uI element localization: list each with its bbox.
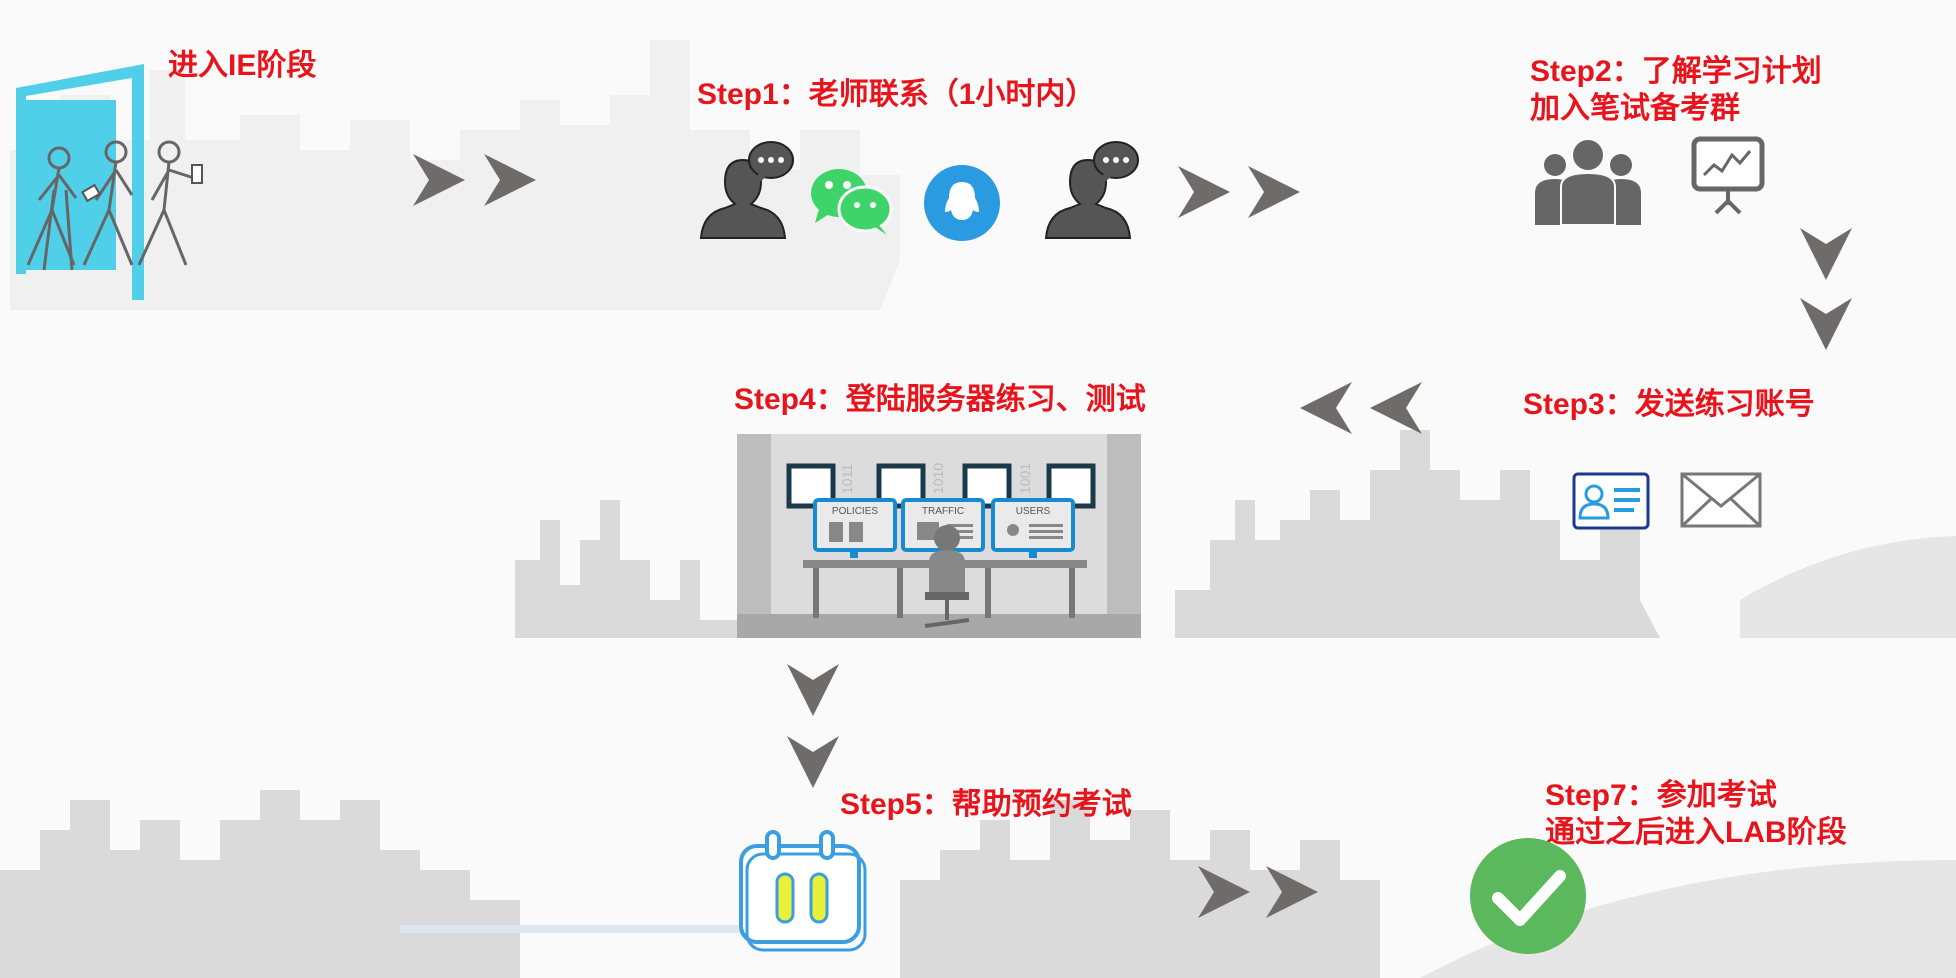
qq-icon <box>924 165 1000 241</box>
step7-label: Step7：参加考试 通过之后进入LAB阶段 <box>1545 777 1847 851</box>
id-card-icon <box>1572 472 1650 530</box>
binary-text-3: 1001 <box>1017 463 1033 494</box>
door-people-icon <box>16 64 203 300</box>
step2-line1: Step2：了解学习计划 <box>1530 55 1822 88</box>
envelope-icon <box>1680 472 1762 528</box>
check-icon <box>1470 838 1586 954</box>
step4-label: Step4：登陆服务器练习、测试 <box>734 383 1146 416</box>
binary-text-1: 1011 <box>839 464 855 494</box>
team-icon <box>1535 140 1641 225</box>
wechat-icon <box>811 169 893 235</box>
person-chat-icon-2 <box>1044 141 1139 239</box>
server-room-icon: 1011 1010 1001 POLICIES TRAFFIC USERS <box>737 434 1141 638</box>
screen-label-traffic: TRAFFIC <box>922 506 964 517</box>
step1-label: Step1：老师联系（1小时内） <box>697 78 1096 111</box>
presentation-icon <box>1691 136 1765 215</box>
step2-line2: 加入笔试备考群 <box>1530 92 1740 125</box>
binary-text-2: 1010 <box>930 463 946 494</box>
step5-label: Step5：帮助预约考试 <box>840 788 1132 821</box>
step3-label: Step3：发送练习账号 <box>1523 388 1815 421</box>
enter-ie-label: 进入IE阶段 <box>168 49 317 82</box>
screen-label-policies: POLICIES <box>832 506 878 517</box>
screen-label-users: USERS <box>1016 506 1051 517</box>
step7-line1: Step7：参加考试 <box>1545 779 1777 812</box>
step7-line2: 通过之后进入LAB阶段 <box>1545 816 1847 849</box>
calendar-icon <box>739 830 867 952</box>
step2-label: Step2：了解学习计划 加入笔试备考群 <box>1530 53 1822 127</box>
person-chat-icon <box>699 141 794 239</box>
